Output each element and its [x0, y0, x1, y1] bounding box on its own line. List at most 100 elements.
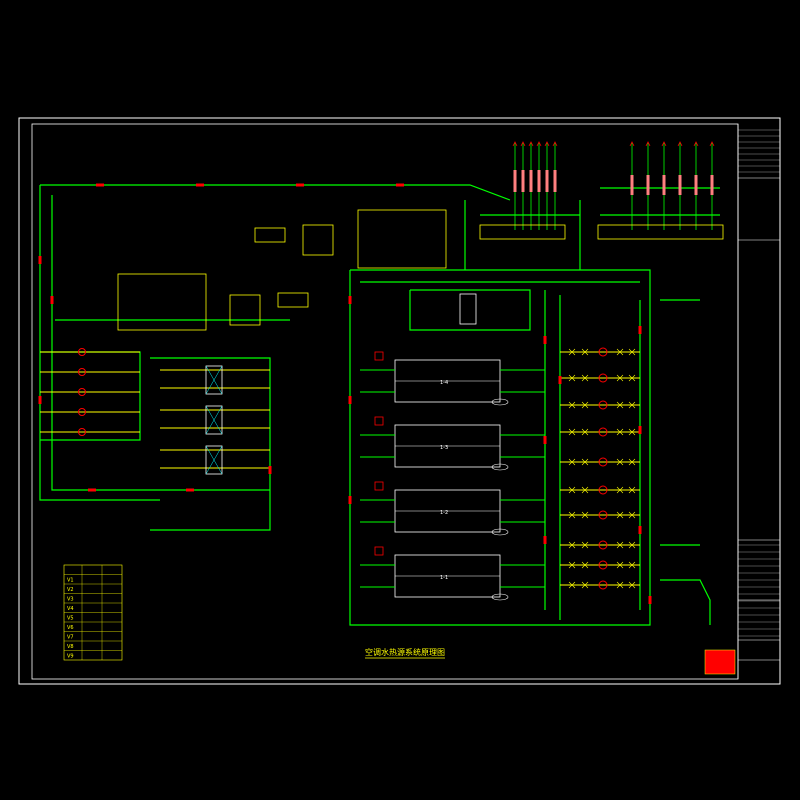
valve-icon [581, 581, 589, 589]
riser-tag [630, 175, 634, 195]
valve-icon [581, 401, 589, 409]
heat-exchanger-hatch [205, 445, 223, 475]
valve-icon [568, 428, 576, 436]
heat-exchanger-hatch [205, 365, 223, 395]
arrow-icon [693, 141, 699, 147]
riser-tag [646, 175, 650, 195]
chiller-tag [491, 398, 509, 406]
pipe-marker [296, 183, 304, 187]
heat-exchanger [205, 405, 223, 435]
table-cell: V7 [67, 635, 74, 641]
riser-tag [694, 175, 698, 195]
valve-icon [568, 458, 576, 466]
chiller-valve [374, 546, 384, 556]
pipe-marker [196, 183, 204, 187]
pump-icon [78, 408, 86, 416]
pipe-marker [648, 596, 652, 604]
pipe-marker [638, 326, 642, 334]
arrow-icon [512, 141, 518, 147]
chiller-tag [491, 593, 509, 601]
valve-icon [616, 486, 624, 494]
pump-icon [598, 400, 608, 410]
arrow-icon [544, 141, 550, 147]
valve-icon [628, 428, 636, 436]
valve-icon [628, 581, 636, 589]
table-cell: V6 [67, 625, 74, 631]
valve-icon [616, 541, 624, 549]
chiller-valve [374, 481, 384, 491]
pipe-marker [543, 336, 547, 344]
pipe-marker [558, 376, 562, 384]
riser-tag [545, 170, 549, 192]
chiller-group: 1-41-31-21-1 [360, 351, 545, 601]
valve-icon [616, 428, 624, 436]
heat-exchanger [205, 365, 223, 395]
arrow-icon [528, 141, 534, 147]
arrow-icon [645, 141, 651, 147]
valve-icon [628, 348, 636, 356]
legend-block [704, 649, 736, 675]
valve-icon [581, 458, 589, 466]
chiller-label: 1-1 [440, 575, 448, 581]
arrow-icon [520, 141, 526, 147]
valve-icon [568, 348, 576, 356]
chiller-valve [374, 416, 384, 426]
valve-icon [581, 511, 589, 519]
pipe-marker [348, 396, 352, 404]
table-cell: V9 [67, 654, 74, 660]
pipe-marker [638, 526, 642, 534]
table-cell: V4 [67, 606, 74, 612]
valve-icon [628, 458, 636, 466]
valve-icon [581, 541, 589, 549]
pump-icon [78, 368, 86, 376]
pipe-marker [638, 426, 642, 434]
pump-icon [78, 348, 86, 356]
riser-tag [553, 170, 557, 192]
chiller-label: 1-3 [440, 445, 448, 451]
riser-pipes [512, 141, 715, 230]
valve-icon [616, 348, 624, 356]
pipe-marker [543, 536, 547, 544]
valve-icon [628, 401, 636, 409]
pump-icon [598, 347, 608, 357]
riser-tag [513, 170, 517, 192]
arrow-icon [552, 141, 558, 147]
valve-icon [581, 428, 589, 436]
arrow-icon [536, 141, 542, 147]
table-cell: V2 [67, 587, 74, 593]
pump-icon [598, 457, 608, 467]
pipe-markers [38, 183, 652, 604]
valve-icon [568, 561, 576, 569]
pipe-marker [96, 183, 104, 187]
arrow-icon [709, 141, 715, 147]
chiller-label: 1-4 [440, 380, 448, 386]
valve-icon [628, 541, 636, 549]
heat-exchanger [459, 293, 477, 325]
valve-icon [568, 581, 576, 589]
valve-icon [616, 511, 624, 519]
pump-icon [598, 427, 608, 437]
valve-icon [568, 541, 576, 549]
riser-tag [529, 170, 533, 192]
pump-icon [598, 373, 608, 383]
riser-tag [521, 170, 525, 192]
arrow-icon [661, 141, 667, 147]
table-cell: V5 [67, 616, 74, 622]
chiller-valve [374, 351, 384, 361]
valve-icon [616, 458, 624, 466]
valve-icon [581, 348, 589, 356]
pipe-marker [186, 488, 194, 492]
valve-icon [568, 511, 576, 519]
heat-exchanger-hatch [205, 405, 223, 435]
valve-icon [568, 486, 576, 494]
equipment-boxes [117, 209, 724, 331]
heat-exchanger-group [40, 293, 477, 475]
pipe-marker [268, 466, 272, 474]
pump-icon [78, 388, 86, 396]
valve-icon [628, 374, 636, 382]
valve-icon [581, 561, 589, 569]
table-cell: V3 [67, 597, 74, 603]
valve-icon [616, 581, 624, 589]
